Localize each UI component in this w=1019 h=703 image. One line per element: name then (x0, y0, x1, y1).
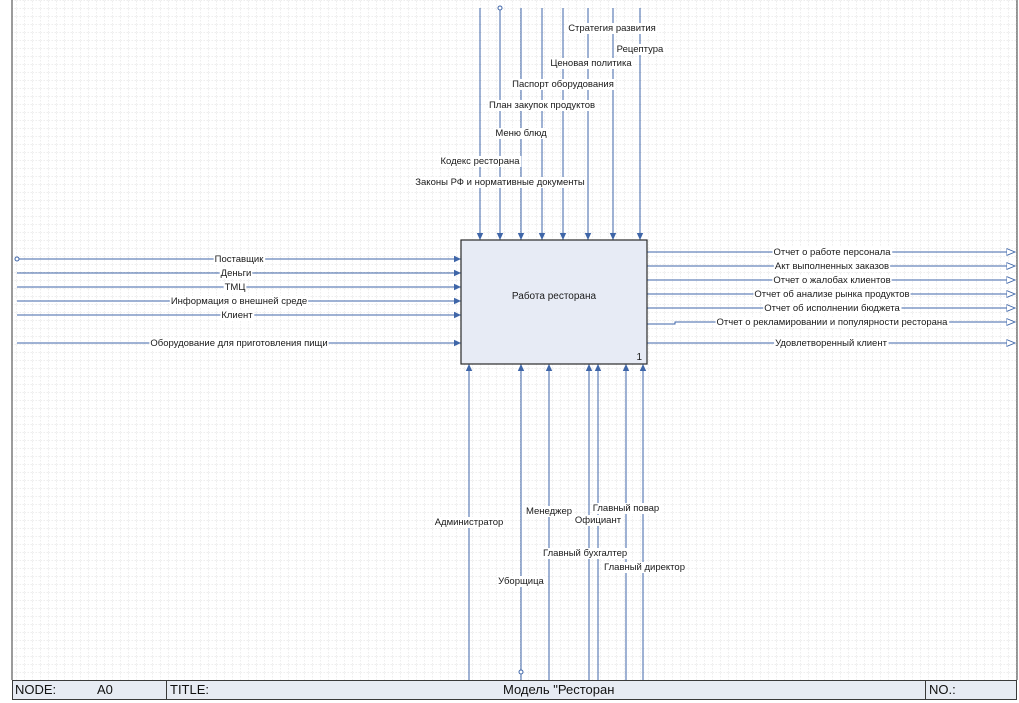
title-label: TITLE: (170, 682, 210, 697)
input-origin-dot (14, 256, 20, 262)
node-value: A0 (97, 682, 113, 697)
control-label: Ценовая политика (550, 58, 632, 69)
input-label: ТМЦ (225, 282, 246, 293)
output-label-background (772, 247, 893, 258)
output-label: Удовлетворенный клиент (775, 338, 888, 349)
labels-layer: Законы РФ и нормативные документы Кодекс … (149, 23, 950, 587)
activity-box-layer (460, 239, 648, 365)
input-label-background (220, 310, 255, 321)
mechanism-label: Главный повар (593, 503, 659, 514)
mechanism-label-background (524, 506, 574, 517)
activity-number: 1 (636, 352, 642, 363)
control-label: Рецептура (617, 44, 664, 55)
mechanism-label-background (542, 548, 629, 559)
title-block: NODE: A0 TITLE: Модель "Ресторан NO.: (12, 680, 1017, 700)
control-label-background (511, 79, 615, 90)
output-label-background (763, 303, 902, 314)
mechanism-label-background (433, 517, 505, 528)
control-label-background (567, 23, 657, 34)
mechanism-label-background (603, 562, 686, 573)
input-label: Информация о внешней среде (171, 296, 307, 307)
control-label-background (615, 44, 666, 55)
mechanism-label-background (497, 576, 546, 587)
activity-name: Работа ресторана (512, 290, 597, 302)
input-label-background (169, 296, 309, 307)
input-label-background (219, 268, 253, 279)
mechanism-label: Менеджер (526, 506, 572, 517)
control-label-background (414, 177, 586, 188)
input-label-background (223, 282, 247, 293)
mechanism-label: Администратор (435, 517, 504, 528)
control-label: Законы РФ и нормативные документы (415, 177, 585, 188)
title-block-divider (925, 681, 926, 699)
control-label: Меню блюд (495, 128, 547, 139)
title-block-divider (166, 681, 167, 699)
idef0-diagram: Законы РФ и нормативные документы Кодекс … (11, 0, 1018, 680)
input-label: Оборудование для приготовления пищи (150, 338, 327, 349)
input-label-background (149, 338, 329, 349)
output-label: Отчет о работе персонала (773, 247, 891, 258)
mechanism-origin-dot (518, 669, 524, 675)
mechanism-label: Главный директор (604, 562, 685, 573)
control-label: Паспорт оборудования (512, 79, 614, 90)
input-label-background (213, 254, 266, 265)
control-label-background (439, 156, 522, 167)
control-label-background (549, 58, 634, 69)
output-label: Отчет о рекламировании и популярности ре… (717, 317, 949, 328)
mechanism-label-background (573, 515, 623, 526)
input-label: Клиент (221, 310, 253, 321)
output-label: Отчет об исполнении бюджета (764, 303, 900, 314)
output-label-background (753, 289, 911, 300)
control-label-background (494, 128, 549, 139)
output-label-background (715, 317, 950, 328)
input-label: Поставщик (215, 254, 265, 265)
control-label: Кодекс ресторана (440, 156, 520, 167)
control-label-background (487, 100, 597, 111)
node-label: NODE: (15, 682, 57, 697)
control-label: Стратегия развития (568, 23, 656, 34)
output-label: Отчет о жалобах клиентов (773, 275, 890, 286)
input-label: Деньги (221, 268, 252, 279)
output-label: Акт выполненных заказов (775, 261, 889, 272)
output-label-background (774, 338, 889, 349)
mechanism-label: Официант (575, 515, 622, 526)
activity-box[interactable] (460, 239, 648, 365)
diagram-title: Модель "Ресторан (503, 682, 615, 697)
output-label: Отчет об анализе рынка продуктов (754, 289, 909, 300)
mechanism-label: Уборщица (498, 576, 544, 587)
output-label-background (772, 275, 892, 286)
output-label-background (773, 261, 891, 272)
mechanism-label-background (591, 503, 661, 514)
control-label: План закупок продуктов (489, 100, 595, 111)
mechanism-label: Главный бухгалтер (543, 548, 627, 559)
control-origin-dot (497, 5, 503, 11)
number-label: NO.: (929, 682, 956, 697)
